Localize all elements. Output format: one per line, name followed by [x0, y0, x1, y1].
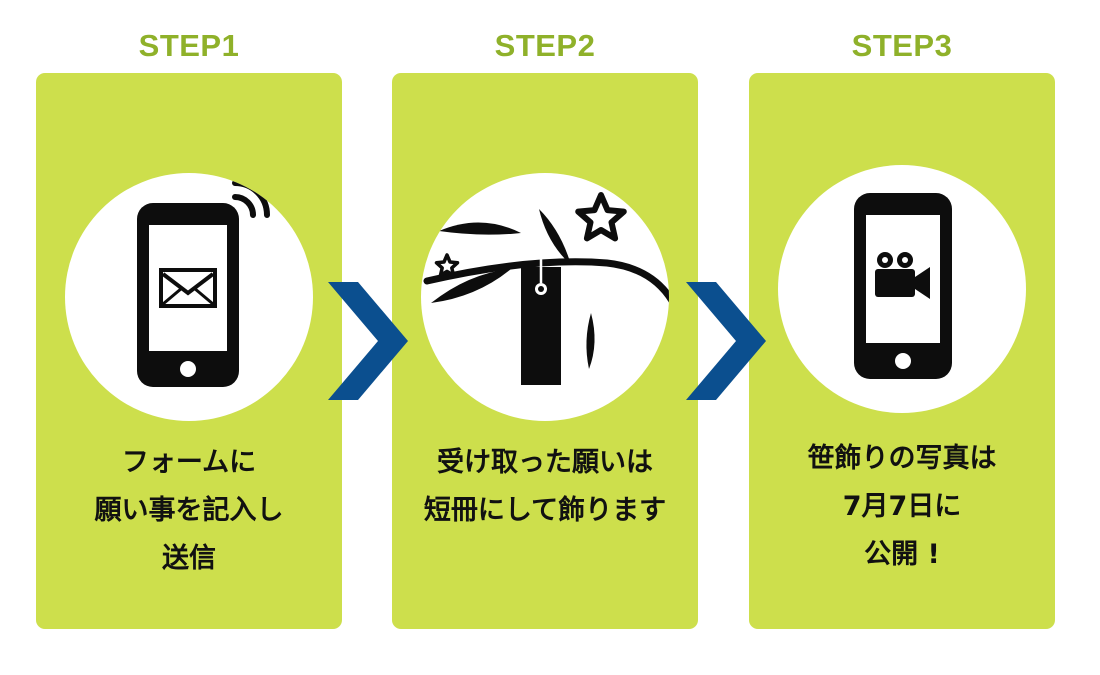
step-2-title: STEP2 [494, 28, 596, 63]
step-2-caption-line: 受け取った願いは [437, 447, 653, 478]
chevron-right-icon [328, 282, 408, 400]
step-3-caption-line: 7月7日に [842, 491, 962, 522]
step-1-caption-line: フォームに [121, 447, 257, 478]
step-3-card: 笹飾りの写真は 7月7日に 公開 ! [749, 73, 1055, 629]
bamboo-leaves-icon [431, 209, 595, 369]
bamboo-tanzaku-icon [423, 192, 669, 385]
step-3-illustration [778, 165, 1026, 413]
step-2-caption-line: 短冊にして飾ります [423, 495, 667, 526]
step-3-caption-line: 公開 ! [864, 539, 940, 570]
step-3-caption: 笹飾りの写真は 7月7日に 公開 ! [749, 435, 1055, 579]
step-2-card: 受け取った願いは 短冊にして飾ります [392, 73, 698, 629]
smartphone-mail-icon [137, 180, 270, 387]
step-3-title: STEP3 [851, 28, 953, 63]
step-2-illustration [421, 173, 669, 421]
chevron-right-icon [686, 282, 766, 400]
step-1-caption-line: 願い事を記入し [94, 495, 284, 526]
smartphone-video-icon [854, 193, 952, 379]
step-1-title: STEP1 [138, 28, 240, 63]
step-2-caption: 受け取った願いは 短冊にして飾ります [392, 439, 698, 535]
step-3-caption-line: 笹飾りの写真は [807, 443, 997, 474]
envelope-icon [159, 268, 217, 308]
step-1-caption-line: 送信 [162, 543, 216, 574]
star-icon [575, 192, 627, 242]
step-1-caption: フォームに 願い事を記入し 送信 [36, 439, 342, 583]
step-1-illustration [65, 173, 313, 421]
signal-icon [232, 180, 270, 218]
step-1-card: フォームに 願い事を記入し 送信 [36, 73, 342, 629]
star-icon [434, 253, 460, 277]
tanzaku-icon [521, 259, 561, 385]
